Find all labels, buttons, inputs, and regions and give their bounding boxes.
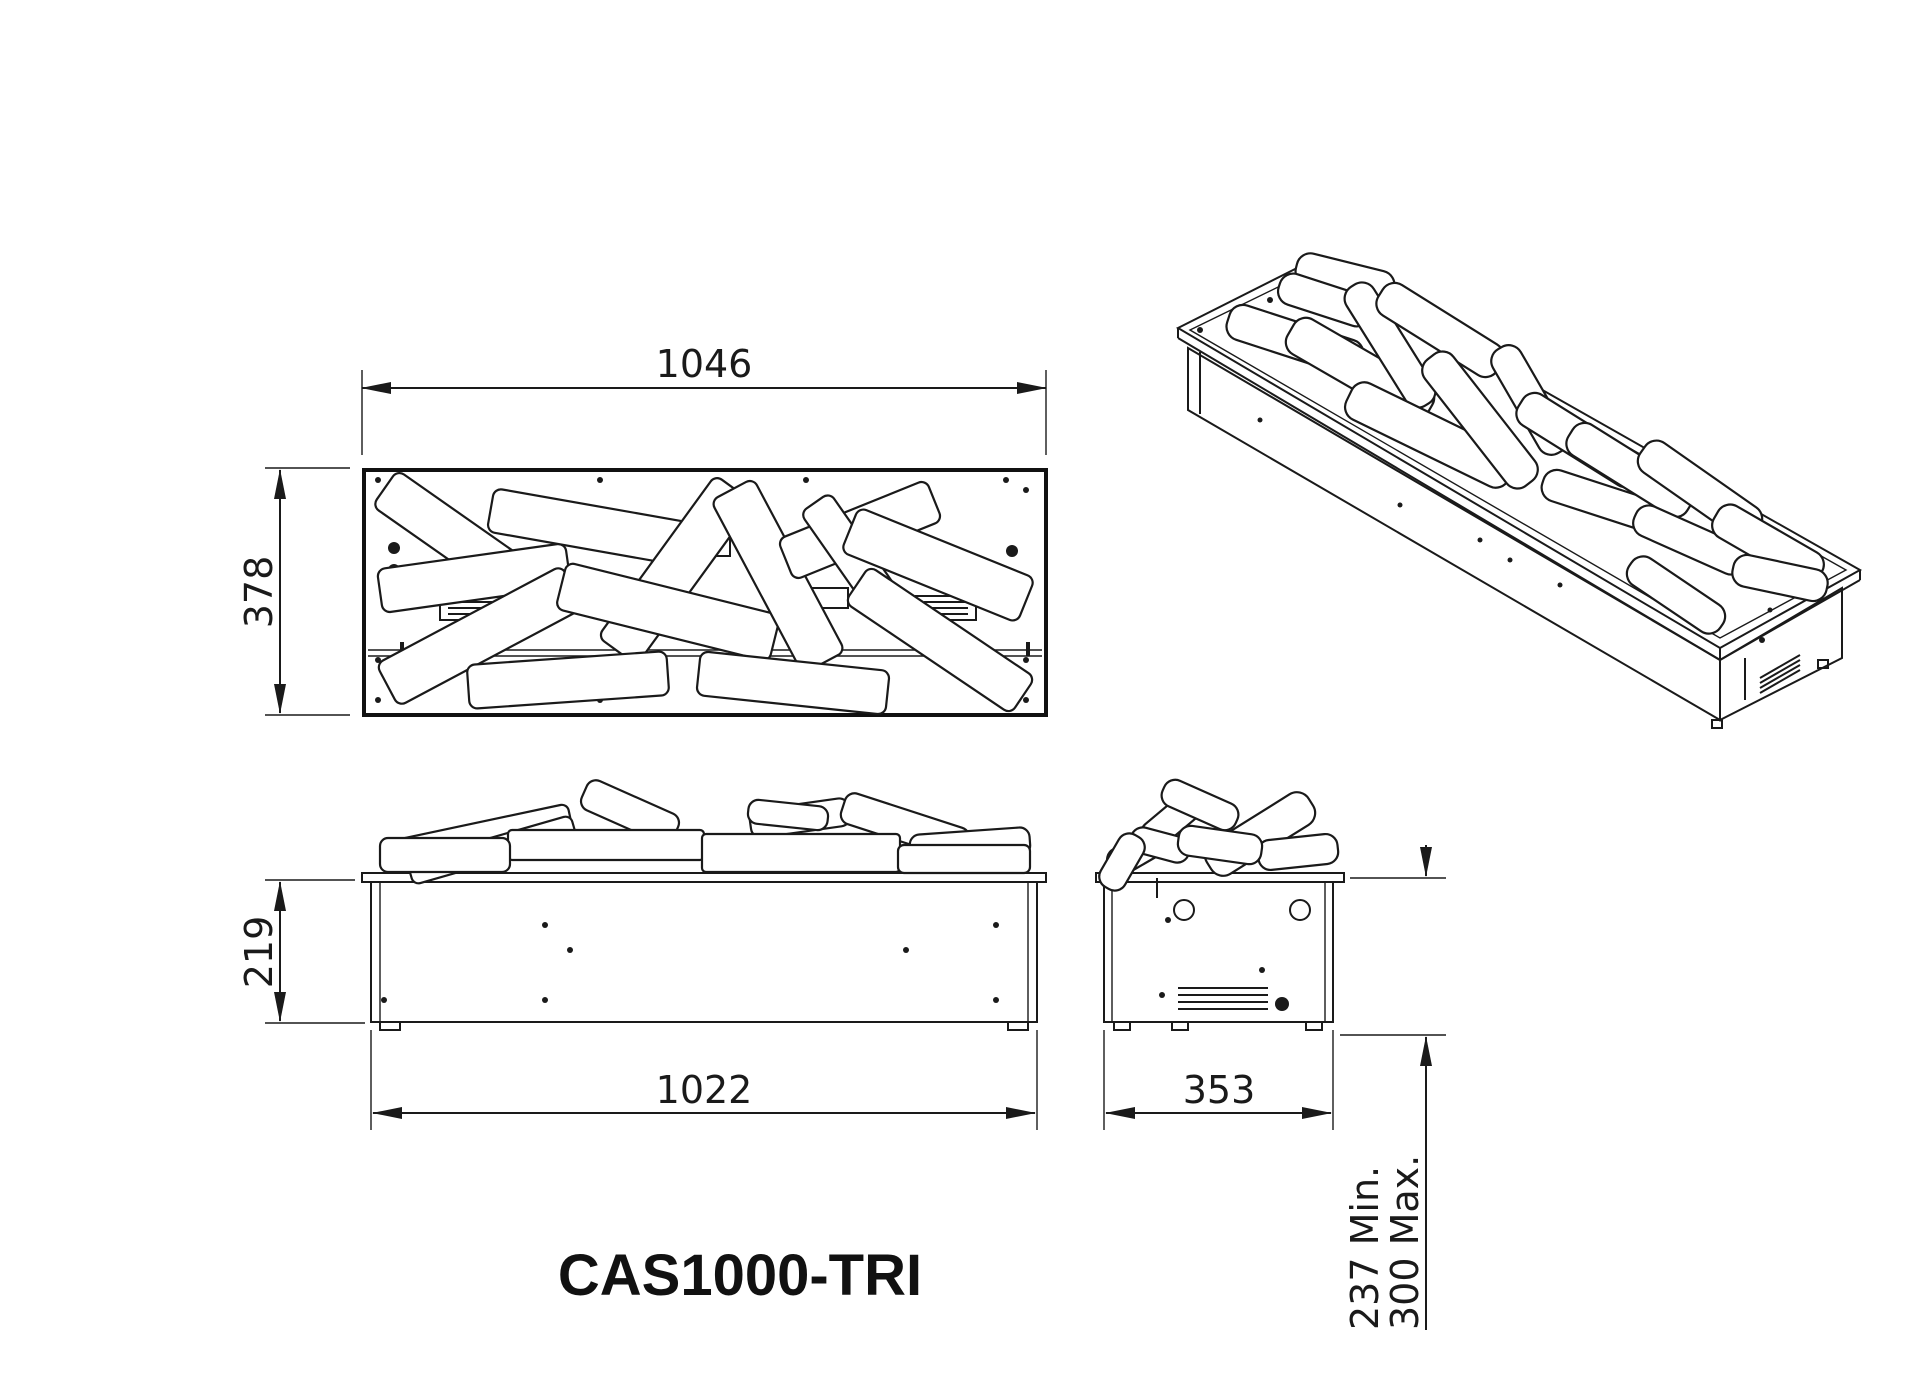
model-title: CAS1000-TRI	[558, 1243, 922, 1308]
log-set-top	[374, 471, 1034, 716]
iso-vent-grille	[1759, 654, 1801, 694]
side-view: 353 237 Min. 300 Max.	[1095, 778, 1446, 1330]
dimension-label-install-min: 237 Min.	[1343, 1166, 1387, 1330]
isometric-view	[1175, 252, 1863, 729]
dimension-label-top-width: 1046	[656, 342, 753, 386]
log-set-front	[378, 779, 1032, 885]
dimension-label-top-depth: 378	[237, 556, 281, 629]
dimension-label-side-depth: 353	[1183, 1068, 1256, 1112]
dimension-label-body-height: 219	[237, 916, 281, 989]
log-set-side	[1098, 778, 1340, 892]
dimension-label-install-max: 300 Max.	[1383, 1155, 1427, 1330]
side-vent-grille	[1178, 987, 1268, 1010]
log-set-iso	[1225, 252, 1829, 635]
front-view: 219 1022	[237, 779, 1047, 1130]
dimension-label-body-width: 1022	[656, 1068, 753, 1112]
top-view: 1046 378	[237, 342, 1048, 717]
